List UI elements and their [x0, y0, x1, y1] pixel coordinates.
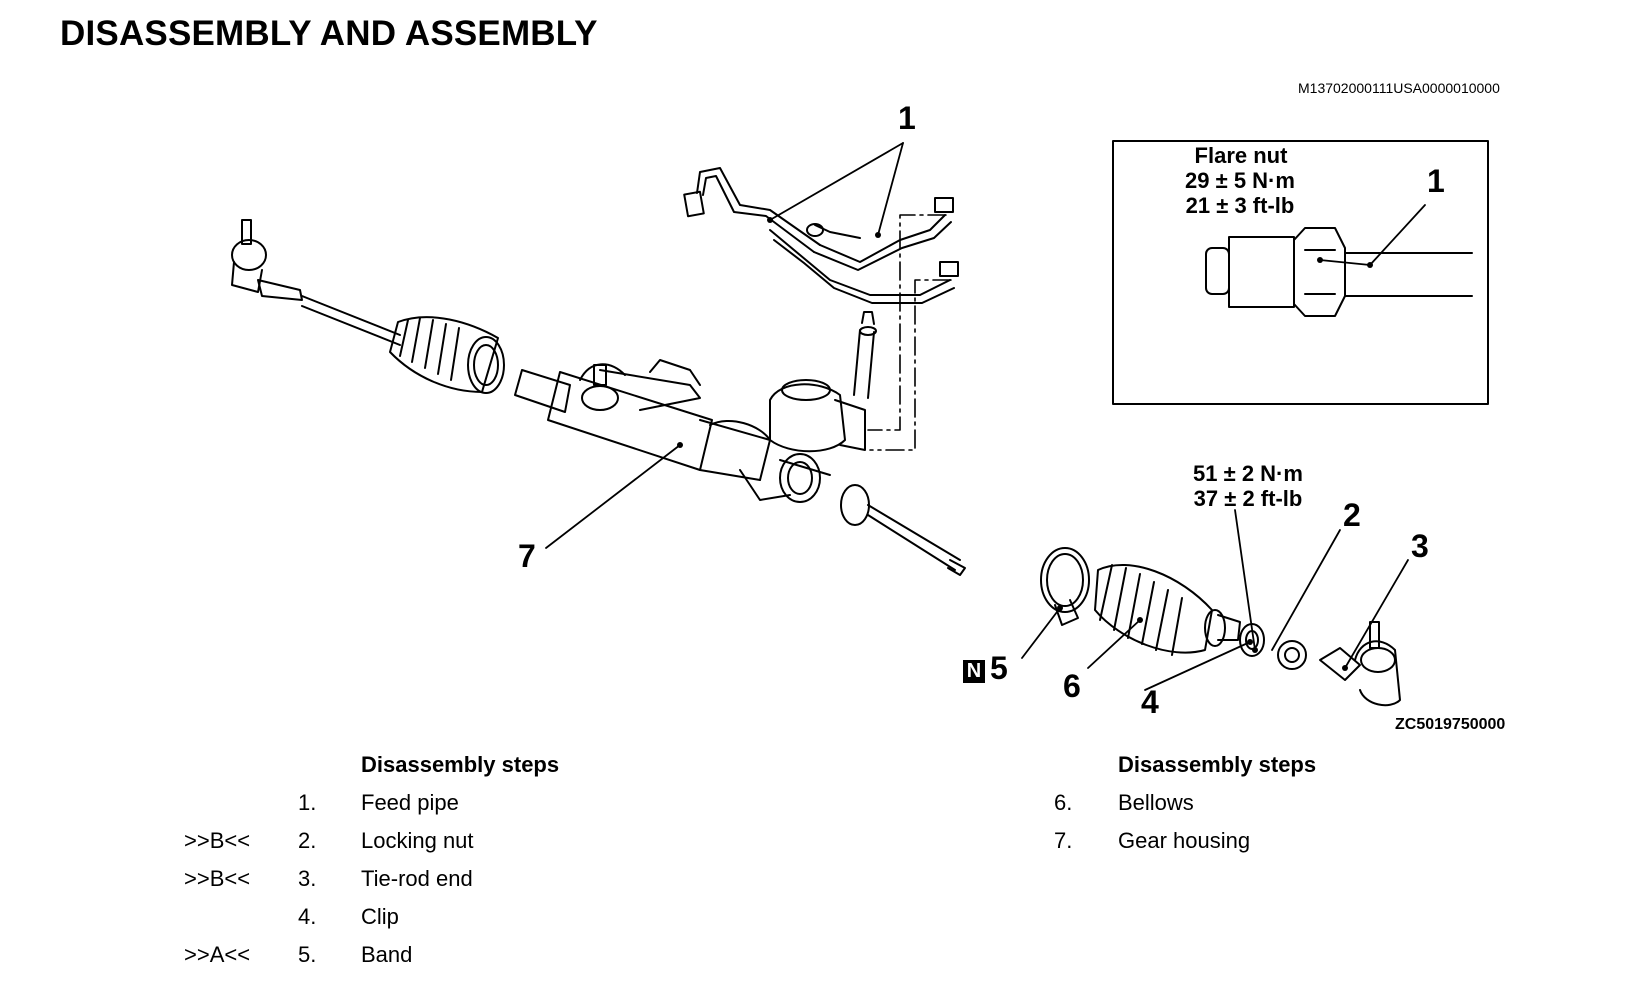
- disassembly-steps-heading-left: Disassembly steps: [361, 752, 560, 777]
- step-name: Locking nut: [361, 828, 474, 853]
- flare-nut-inset-frame: [1112, 140, 1489, 405]
- locking-nut-torque-nm: 51 ± 2 N·m: [1193, 461, 1303, 486]
- step-number: 6.: [1054, 790, 1073, 815]
- locking-nut-torque-ftlb: 37 ± 2 ft-lb: [1193, 486, 1303, 511]
- callout-7-gear-housing: 7: [518, 538, 536, 574]
- step-row: >>B<< 3. Tie-rod end: [0, 866, 700, 896]
- leader-lines: [545, 142, 1426, 691]
- valve-housing-drawing: [769, 311, 877, 453]
- callout-4-clip: 4: [1141, 684, 1159, 720]
- step-row: 7. Gear housing: [1040, 828, 1440, 858]
- new-part-badge: N: [963, 660, 985, 683]
- step-mark: >>A<<: [184, 942, 251, 967]
- callout-6-bellows: 6: [1063, 668, 1081, 704]
- step-number: 1.: [298, 790, 317, 815]
- step-mark: >>B<<: [184, 828, 251, 853]
- step-name: Bellows: [1118, 790, 1194, 815]
- step-row: 4. Clip: [0, 904, 700, 934]
- flare-nut-inset-drawing: [1205, 227, 1473, 317]
- flare-nut-torque-ftlb: 21 ± 3 ft-lb: [1185, 193, 1295, 218]
- callout-3-tie-rod-end: 3: [1411, 528, 1429, 564]
- flare-nut-heading: Flare nut: [1194, 143, 1288, 168]
- step-mark: >>B<<: [184, 866, 251, 891]
- step-number: 3.: [298, 866, 317, 891]
- step-number: 2.: [298, 828, 317, 853]
- disassembly-steps-heading-right: Disassembly steps: [1118, 752, 1317, 777]
- step-name: Band: [361, 942, 413, 967]
- feed-pipe-drawing: [683, 167, 959, 304]
- step-row: 1. Feed pipe: [0, 790, 700, 820]
- left-tie-rod-end-drawing: [231, 219, 401, 346]
- pipe-connection-lines: [867, 214, 952, 451]
- step-row: >>B<< 2. Locking nut: [0, 828, 700, 858]
- document-code: M13702000111USA0000010000: [1298, 80, 1500, 96]
- step-name: Gear housing: [1118, 828, 1251, 853]
- step-number: 5.: [298, 942, 317, 967]
- left-bellows-drawing: [389, 316, 505, 394]
- gear-housing-drawing: [514, 359, 966, 576]
- callout-1-feed-pipe: 1: [898, 100, 916, 136]
- step-name: Tie-rod end: [361, 866, 473, 891]
- step-number: 4.: [298, 904, 317, 929]
- callout-5-band: 5: [990, 650, 1008, 686]
- page-title: DISASSEMBLY AND ASSEMBLY: [60, 14, 598, 53]
- figure-code: ZC5019750000: [1395, 716, 1506, 733]
- step-row: 6. Bellows: [1040, 790, 1440, 820]
- step-name: Feed pipe: [361, 790, 459, 815]
- right-tie-rod-end-drawing: [1319, 621, 1401, 707]
- right-bellows-drawing: [1094, 564, 1241, 656]
- locking-nut-drawing: [1277, 640, 1307, 670]
- step-row: >>A<< 5. Band: [0, 942, 700, 972]
- callout-1-inset: 1: [1427, 163, 1445, 199]
- band-drawing: [1040, 547, 1090, 626]
- step-number: 7.: [1054, 828, 1073, 853]
- callout-2-locking-nut: 2: [1343, 497, 1361, 533]
- flare-nut-torque-nm: 29 ± 5 N·m: [1185, 168, 1295, 193]
- step-name: Clip: [361, 904, 399, 929]
